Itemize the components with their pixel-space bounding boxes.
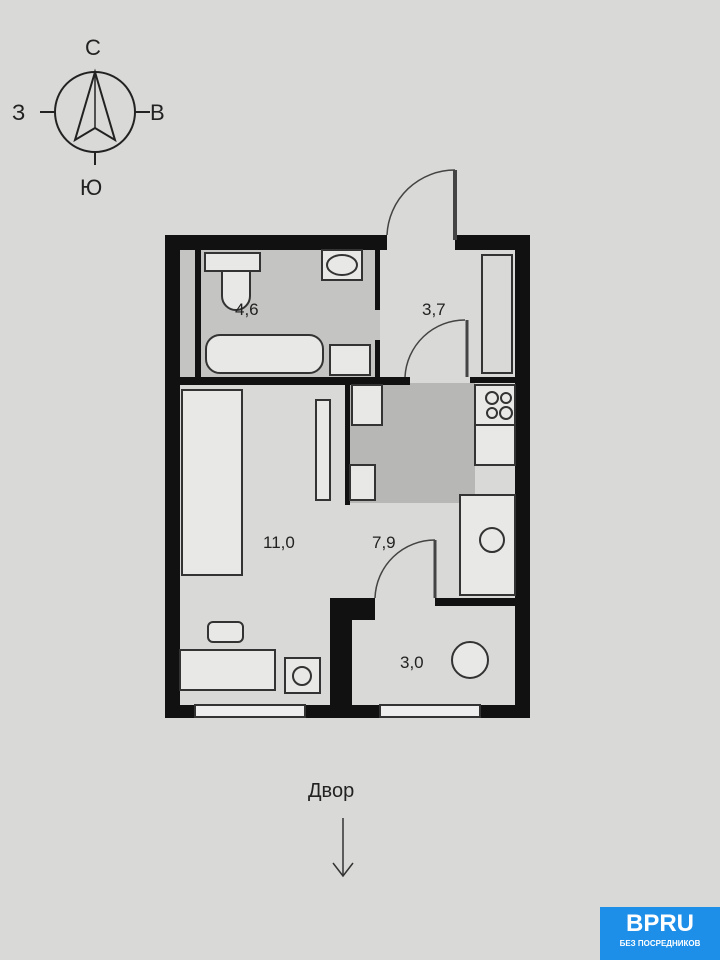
stove-icon bbox=[474, 384, 516, 426]
logo-subtitle: БЕЗ ПОСРЕДНИКОВ bbox=[619, 939, 701, 948]
toilet-icon bbox=[221, 270, 251, 311]
room-area-hall: 3,7 bbox=[422, 300, 446, 319]
room-area-balcony: 3,0 bbox=[400, 653, 424, 672]
washing-machine-icon bbox=[329, 344, 371, 376]
round-table-icon bbox=[451, 641, 489, 679]
compass-north: С bbox=[85, 35, 101, 60]
room-area-bathroom: 4,6 bbox=[235, 300, 259, 319]
compass-south: Ю bbox=[80, 175, 102, 200]
toilet-tank bbox=[204, 252, 261, 272]
room-area-kitchen: 7,9 bbox=[372, 533, 396, 552]
compass: С З В Ю bbox=[12, 35, 165, 200]
bpru-logo: BPRU БЕЗ ПОСРЕДНИКОВ bbox=[600, 907, 720, 960]
logo-title: BPRU bbox=[625, 910, 694, 937]
windows bbox=[194, 704, 481, 718]
counter bbox=[474, 424, 516, 466]
yard-label: Двор bbox=[308, 780, 354, 802]
compass-west: З bbox=[12, 100, 25, 125]
walls bbox=[165, 235, 530, 718]
arrow-down-icon bbox=[332, 818, 354, 878]
tv-icon bbox=[315, 399, 331, 501]
chair-icon bbox=[207, 621, 244, 643]
fridge-icon bbox=[349, 464, 376, 501]
kitchen-sink-icon bbox=[351, 384, 383, 426]
doors bbox=[374, 169, 469, 599]
desk-icon bbox=[179, 649, 276, 691]
wardrobe-icon bbox=[481, 254, 513, 374]
bathtub-icon bbox=[205, 334, 324, 374]
room-area-living: 11,0 bbox=[263, 533, 295, 552]
compass-east: В bbox=[150, 100, 165, 125]
sofa-icon bbox=[181, 389, 243, 576]
